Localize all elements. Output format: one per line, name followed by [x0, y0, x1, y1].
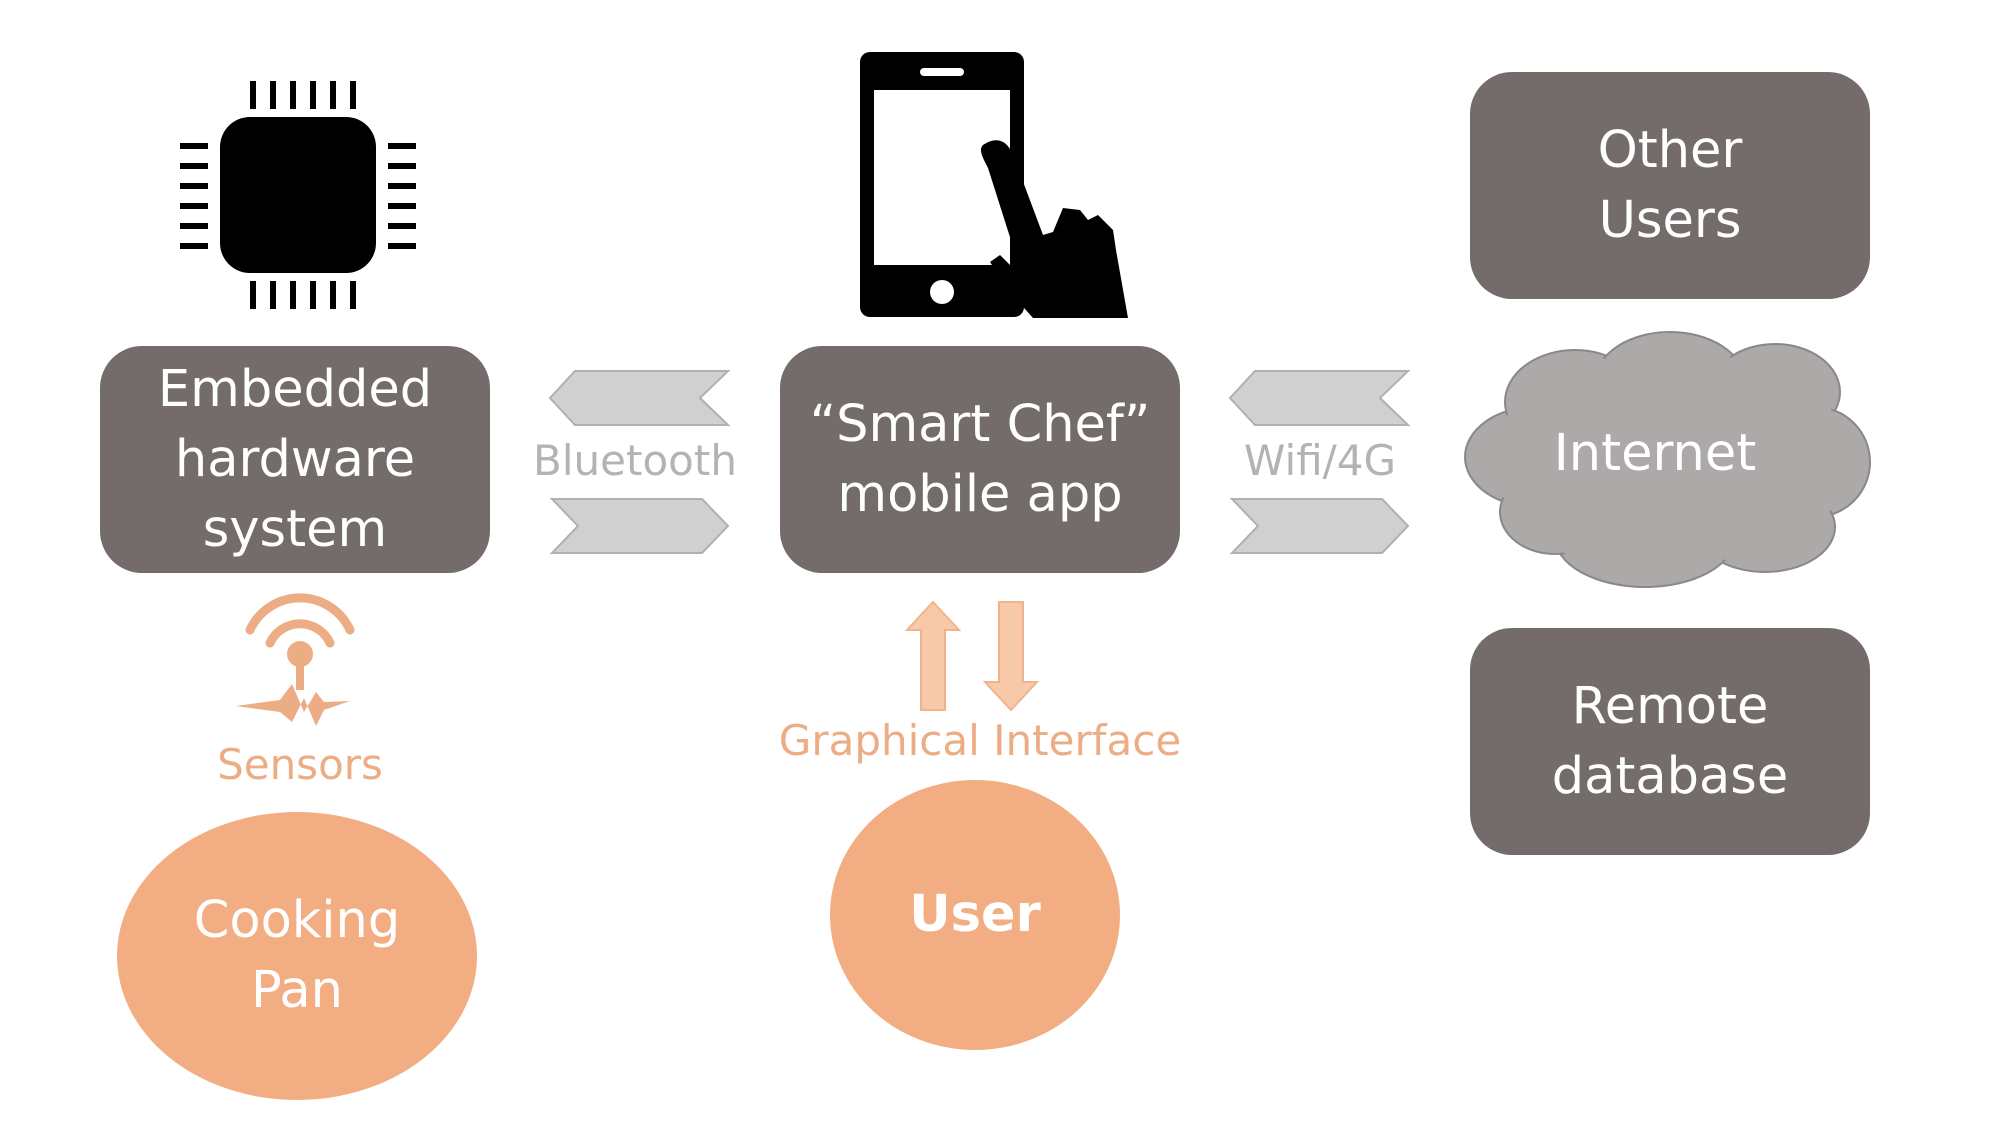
up-arrow	[904, 600, 962, 711]
wireless-sensor-icon	[236, 593, 355, 726]
embedded-hardware-box: Embedded hardware system	[100, 346, 490, 573]
cooking-pan-node: Cooking Pan	[117, 812, 477, 1100]
microchip-icon	[180, 81, 416, 309]
smart-chef-app-box: “Smart Chef” mobile app	[780, 346, 1180, 573]
smartphone-touch-icon	[860, 52, 1128, 318]
other-users-box: Other Users	[1470, 72, 1870, 299]
wifi-arrow-left	[1228, 370, 1411, 426]
graphical-interface-label: Graphical Interface	[778, 716, 1182, 765]
bluetooth-arrow-right	[549, 498, 730, 554]
user-node: User	[830, 780, 1120, 1050]
sensors-label: Sensors	[217, 740, 383, 789]
bluetooth-arrow-left	[548, 370, 731, 426]
wifi-arrow-right	[1229, 498, 1410, 554]
remote-database-box: Remote database	[1470, 628, 1870, 855]
down-arrow	[982, 601, 1040, 712]
bluetooth-label: Bluetooth	[533, 436, 737, 485]
internet-cloud	[1464, 331, 1871, 588]
internet-label: Internet	[1553, 424, 1757, 483]
wifi-label: Wifi/4G	[1243, 436, 1397, 485]
